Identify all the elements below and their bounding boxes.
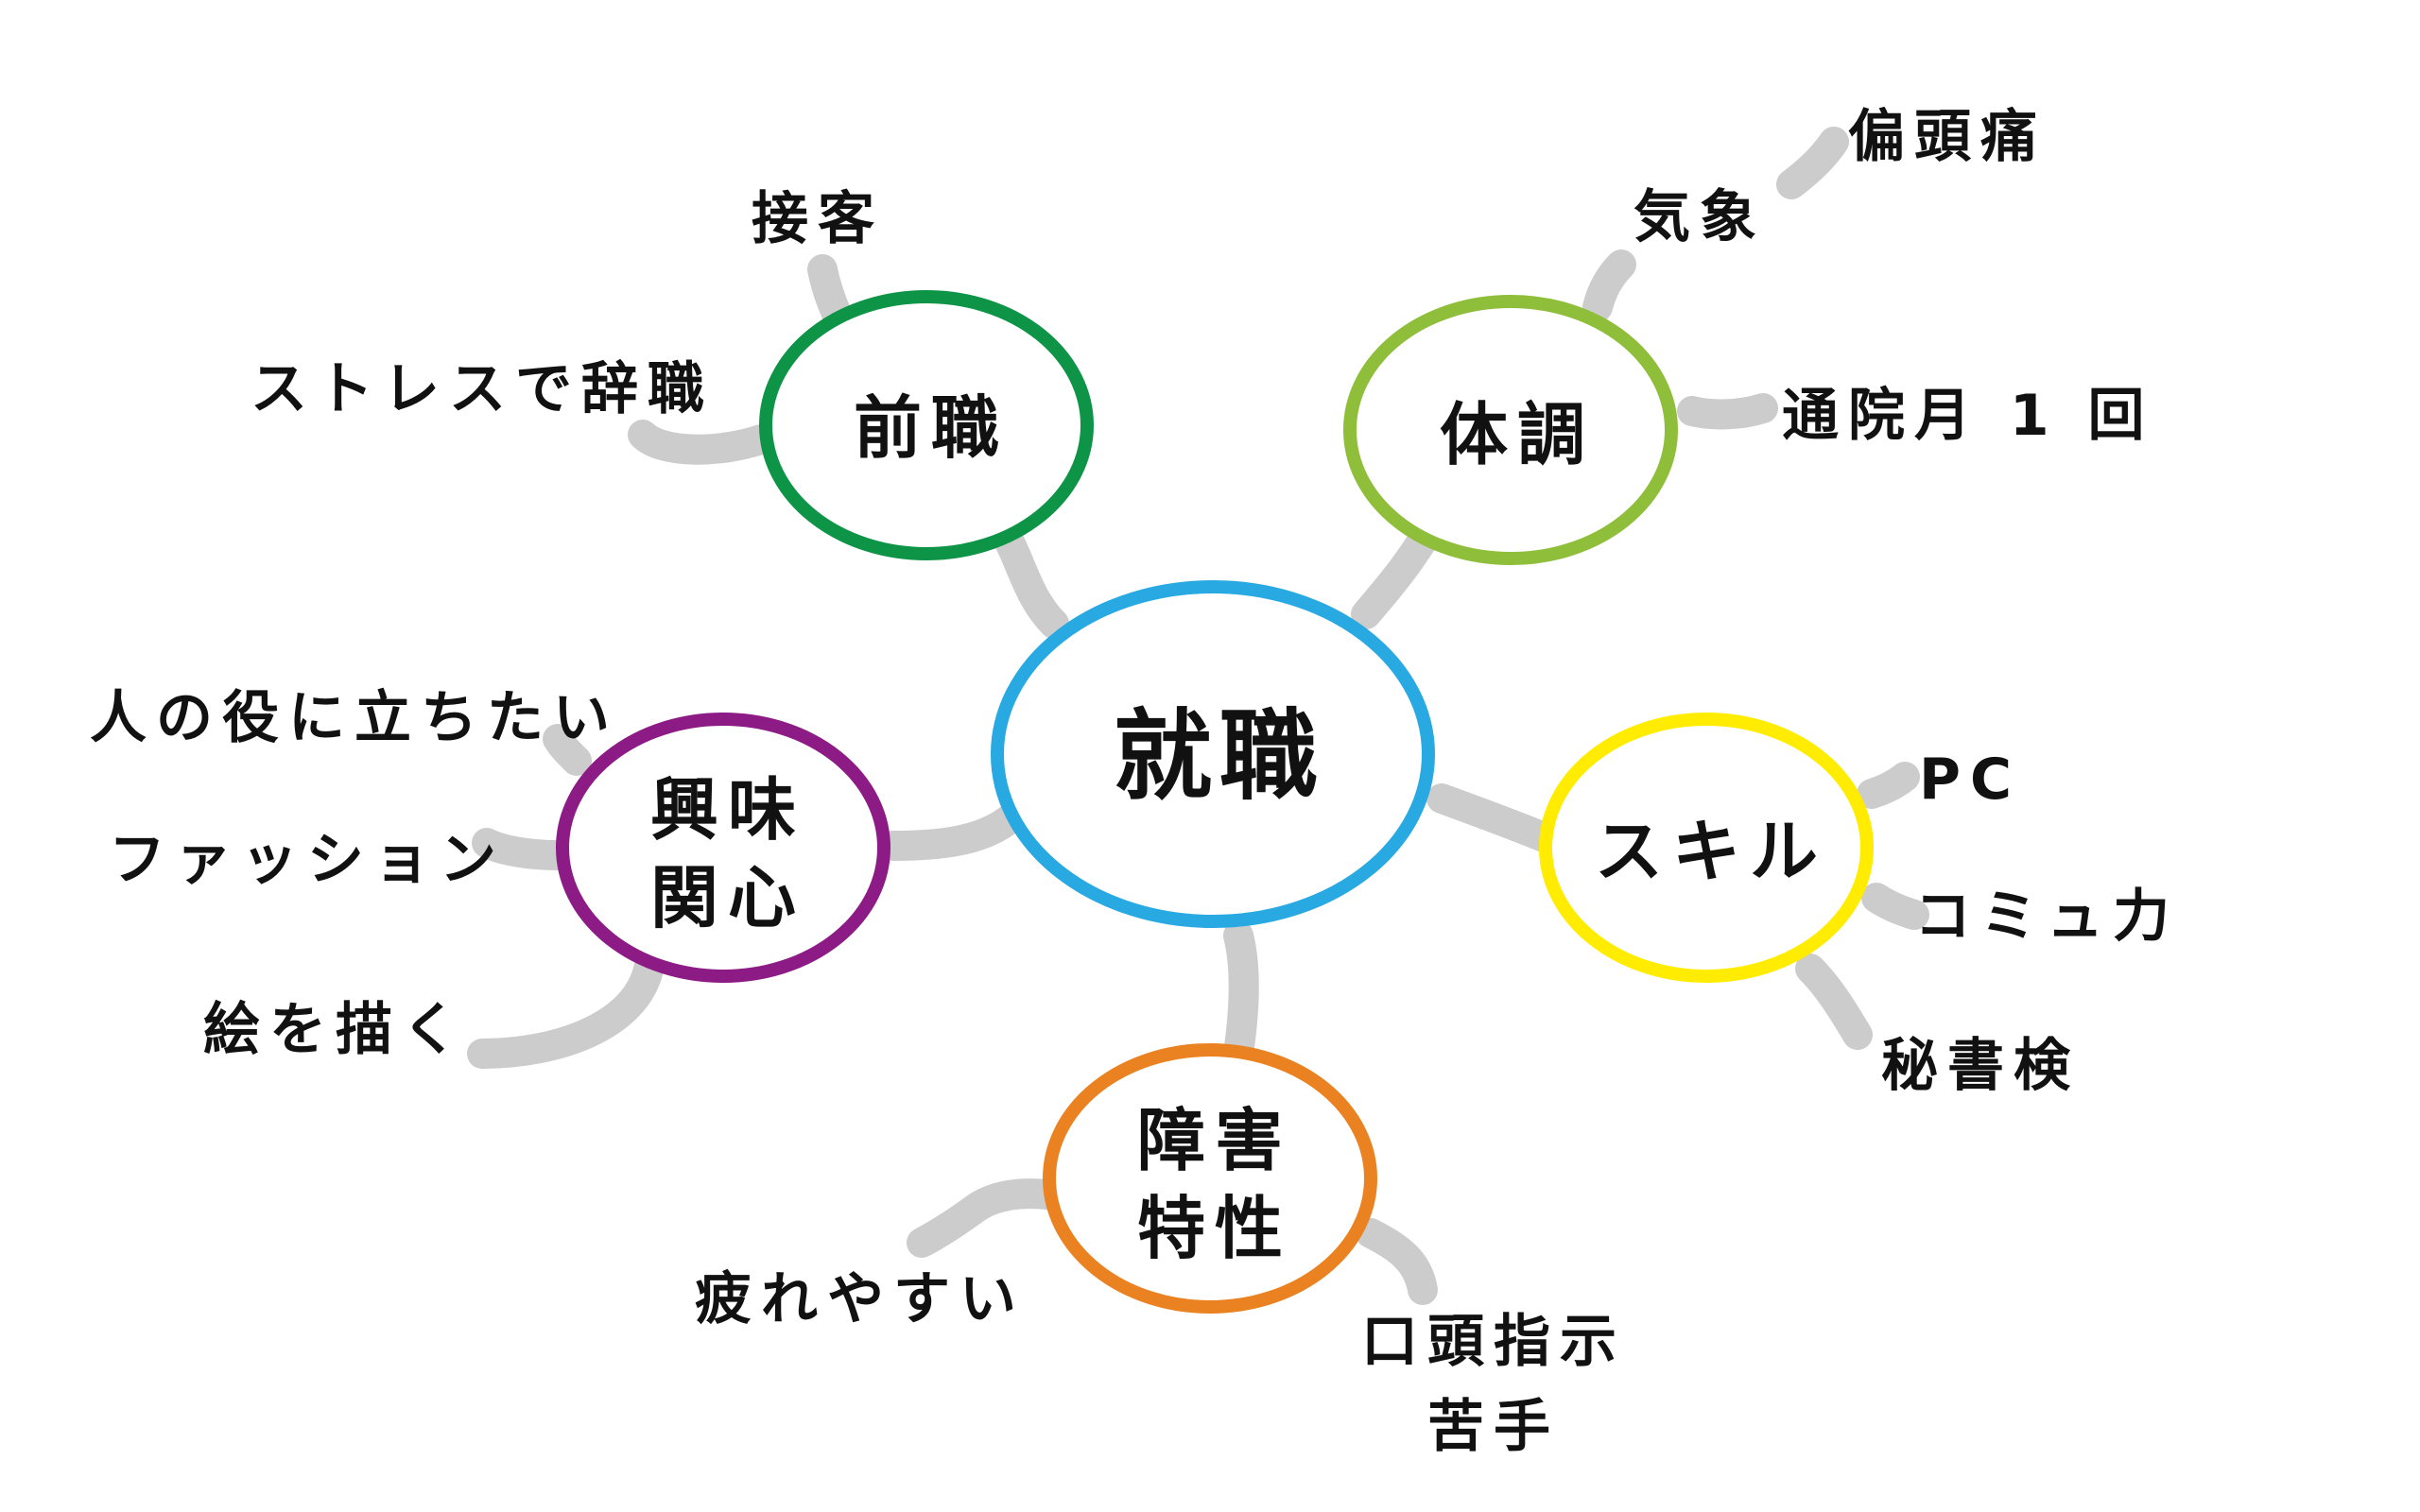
connector-center-kyomi xyxy=(878,802,1027,861)
node-taicho-label: 体調 xyxy=(1440,395,1595,474)
leaf-stress: ストレスで辞職 xyxy=(251,356,714,422)
node-kyomi-label-2: 関心 xyxy=(650,858,805,937)
node-shogai-ring xyxy=(1043,1043,1377,1314)
leaf-e: 絵を描く xyxy=(203,997,468,1063)
connector-taicho-kisho xyxy=(1582,249,1636,322)
node-kyomi-ring xyxy=(556,713,890,983)
connector-kyomi-hito xyxy=(543,724,592,776)
leaf-fashion: ファッション xyxy=(109,827,506,893)
node-shogai-label-1: 障害 xyxy=(1137,1101,1292,1180)
leaf-pc: PC xyxy=(1919,747,2021,813)
connector-skill-hisho xyxy=(1795,954,1873,1050)
connector-shogai-koto xyxy=(1356,1218,1438,1305)
center-node-ring xyxy=(991,580,1435,928)
node-skill-ring xyxy=(1539,713,1874,983)
connector-zenshoku-stress xyxy=(628,420,776,465)
node-shogai-label-2: 特性 xyxy=(1137,1189,1292,1268)
node-taicho-ring xyxy=(1343,295,1678,565)
node-skill: スキル xyxy=(1539,713,1874,983)
connector-shogai-tsukare xyxy=(907,1178,1069,1258)
connector-skill-pc xyxy=(1857,762,1920,809)
leaf-kisho: 気象 xyxy=(1634,184,1766,250)
connector-center-zenshoku xyxy=(987,514,1069,639)
connector-kisho-henzutsu xyxy=(1776,127,1849,199)
node-zenshoku-label: 前職 xyxy=(854,388,1009,468)
connector-skill-comm xyxy=(1861,883,1929,930)
connector-kyomi-e xyxy=(467,944,666,1069)
center-node: 就職 xyxy=(991,580,1435,928)
leaf-hito: 人の役に立ちたい xyxy=(90,685,619,751)
node-zenshoku-ring xyxy=(759,290,1094,560)
node-kyomi: 興味 関心 xyxy=(556,713,890,983)
leaf-sekkyaku: 接客 xyxy=(752,186,884,252)
node-skill-label: スキル xyxy=(1595,812,1827,891)
connector-kyomi-fashion xyxy=(472,828,573,870)
connector-center-shogai xyxy=(1223,920,1259,1069)
leaf-hisho: 秘書検 xyxy=(1881,1033,2080,1099)
node-zenshoku: 前職 xyxy=(759,290,1094,560)
center-node-label: 就職 xyxy=(1114,698,1325,814)
leaf-labels: 接客 ストレスで辞職 気象 偏頭痛 通院月 1 回 PC コミュ力 秘書検 疲れ… xyxy=(90,104,2179,1460)
leaf-comm: コミュ力 xyxy=(1914,884,2179,950)
leaf-tsuin: 通院月 1 回 xyxy=(1782,383,2154,449)
connectors xyxy=(467,127,1929,1305)
leaf-koto-1: 口頭指示 xyxy=(1361,1309,1626,1375)
leaf-tsukare: 疲れやすい xyxy=(695,1266,1026,1332)
node-kyomi-label-1: 興味 xyxy=(650,770,805,850)
leaf-koto-2: 苦手 xyxy=(1427,1394,1560,1460)
node-taicho: 体調 xyxy=(1343,295,1678,565)
node-shogai: 障害 特性 xyxy=(1043,1043,1377,1314)
leaf-henzutsu: 偏頭痛 xyxy=(1848,104,2047,170)
connector-taicho-tsuin xyxy=(1677,393,1778,430)
